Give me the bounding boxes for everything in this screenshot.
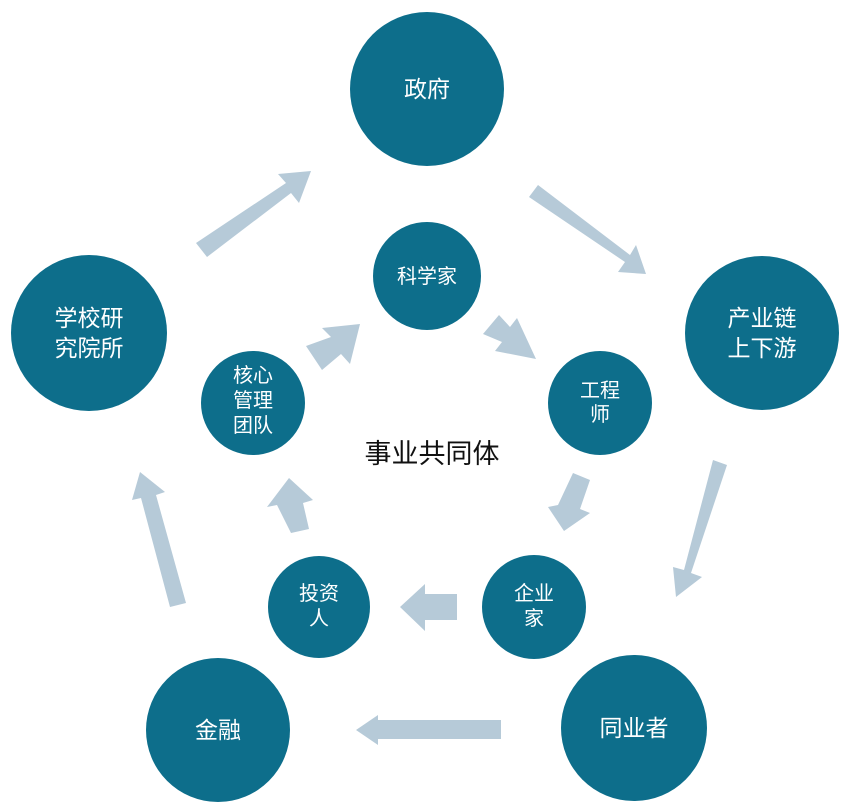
investor-label-line1: 投资 <box>299 581 339 605</box>
outer-arrows <box>132 171 727 745</box>
node-investor: 投资 人 <box>268 556 370 658</box>
node-engineer: 工程 师 <box>548 351 652 455</box>
peers-circle <box>561 655 707 801</box>
arrow-peers-to-finance <box>356 715 501 745</box>
inner-arrows <box>267 315 590 631</box>
entrepreneur-label-line2: 家 <box>524 606 544 630</box>
node-peers: 同业者 <box>561 655 707 801</box>
arrow-engineer-to-entrepreneur <box>548 473 590 531</box>
node-industry-chain: 产业链 上下游 <box>685 256 839 410</box>
arrow-investor-to-coreteam <box>267 478 313 533</box>
center-label: 事业共同体 <box>365 439 500 470</box>
arrow-industry-to-peers <box>673 460 727 597</box>
research-label-line2: 究院所 <box>55 336 124 362</box>
investor-circle <box>268 556 370 658</box>
arrow-coreteam-to-scientist <box>306 324 360 370</box>
industry-chain-label-line2: 上下游 <box>728 336 797 362</box>
research-circle <box>11 255 167 411</box>
investor-label-line2: 人 <box>309 606 329 630</box>
arrow-finance-to-research <box>132 472 186 607</box>
core-team-label-line1: 核心 <box>233 363 273 387</box>
arrow-scientist-to-engineer <box>483 315 536 359</box>
government-label: 政府 <box>404 77 450 103</box>
peers-label: 同业者 <box>600 716 669 742</box>
government-circle <box>350 12 504 166</box>
node-scientist: 科学家 <box>373 222 481 330</box>
industry-chain-label-line1: 产业链 <box>728 306 797 332</box>
arrow-entrepreneur-to-investor <box>400 584 457 631</box>
entrepreneur-circle <box>482 555 586 659</box>
node-research: 学校研 究院所 <box>11 255 167 411</box>
node-finance: 金融 <box>146 658 290 802</box>
entrepreneur-label-line1: 企业 <box>514 581 554 605</box>
industry-chain-circle <box>685 256 839 410</box>
engineer-label-line1: 工程 <box>580 378 620 402</box>
engineer-label-line2: 师 <box>590 402 610 426</box>
finance-label: 金融 <box>195 718 241 744</box>
scientist-label: 科学家 <box>397 264 457 288</box>
core-team-circle <box>201 351 305 455</box>
arrow-research-to-government <box>196 171 311 257</box>
core-team-label-line3: 团队 <box>233 413 273 437</box>
node-core-team: 核心 管理 团队 <box>201 351 305 455</box>
arrow-government-to-industry <box>529 185 646 274</box>
engineer-circle <box>548 351 652 455</box>
node-government: 政府 <box>350 12 504 166</box>
finance-circle <box>146 658 290 802</box>
node-entrepreneur: 企业 家 <box>482 555 586 659</box>
core-team-label-line2: 管理 <box>233 388 273 412</box>
research-label-line1: 学校研 <box>55 306 124 332</box>
scientist-circle <box>373 222 481 330</box>
